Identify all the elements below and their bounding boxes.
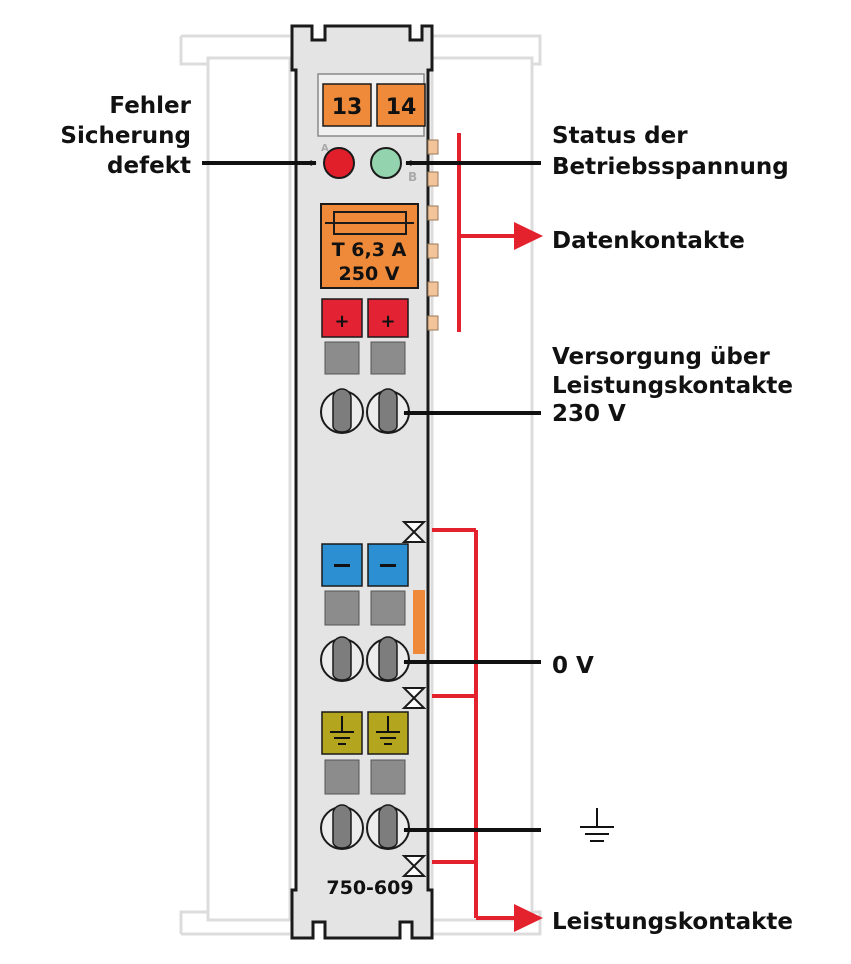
led-letter-b: B [408, 170, 417, 184]
fuse-rating: T 6,3 A [332, 239, 407, 261]
status-leds: A B [321, 143, 417, 184]
callout-arrows [202, 160, 541, 833]
zero-volt-label: 0 V [552, 653, 594, 679]
power-contacts-arrowhead [514, 904, 543, 932]
clamp-slot [378, 636, 398, 681]
plus-terminal-right [367, 298, 409, 338]
terminal-number-14: 14 [386, 95, 417, 120]
minus-terminals [321, 543, 425, 654]
terminal-number-13: 13 [332, 95, 363, 120]
plus-terminals: + + [321, 298, 409, 375]
terminal-number-tabs: 13 14 [322, 83, 426, 127]
plus-icon: + [380, 311, 395, 332]
minus-icon [380, 564, 396, 567]
minus-icon [334, 564, 350, 567]
power-contacts-bracket [432, 528, 516, 920]
spring-clamp-openings [320, 388, 410, 850]
terminal-tab-13 [322, 83, 372, 127]
red-error-led [323, 147, 355, 179]
minus-terminal-left [321, 543, 363, 587]
plus-terminal-left [321, 298, 363, 338]
clamp-slot [378, 388, 398, 433]
ground-symbol-icon [330, 716, 354, 745]
status-label-line1: Status der [552, 123, 688, 149]
fuse-voltage: 250 V [339, 263, 400, 285]
clamp-slot [378, 804, 398, 849]
data-contacts-arrowhead [514, 222, 543, 250]
plus-icon: + [334, 311, 349, 332]
supply-label-line1: Versorgung über [552, 344, 770, 370]
ground-terminals [321, 711, 409, 795]
fault-label-line1: Fehler [109, 93, 191, 119]
model-number: 750-609 [326, 877, 413, 899]
callout-labels: Fehler Sicherung defekt Status der Betri… [60, 93, 793, 935]
fuse-block: T 6,3 A 250 V [320, 203, 419, 289]
fault-label-line2: Sicherung [60, 123, 191, 149]
data-contact-pads [427, 139, 439, 331]
data-contacts-label: Datenkontakte [552, 228, 745, 254]
data-contacts-bracket [457, 133, 516, 332]
clamp-slot [332, 636, 352, 681]
terminal-tab-14 [376, 83, 426, 127]
supply-label-line2: Leistungskontakte [552, 373, 793, 399]
status-label-line2: Betriebsspannung [552, 154, 789, 180]
led-letter-a: A [321, 143, 329, 154]
green-status-led [370, 147, 402, 179]
power-contacts-label: Leistungskontakte [552, 909, 793, 935]
ground-symbol-icon [580, 808, 614, 842]
supply-label-line3: 230 V [552, 401, 626, 427]
fault-label-line3: defekt [107, 153, 191, 179]
clamp-slot [332, 388, 352, 433]
orange-side-marker [413, 590, 425, 654]
clamp-slot [332, 804, 352, 849]
ground-symbol-icon [376, 716, 400, 745]
power-contact-jumpers [401, 521, 427, 877]
